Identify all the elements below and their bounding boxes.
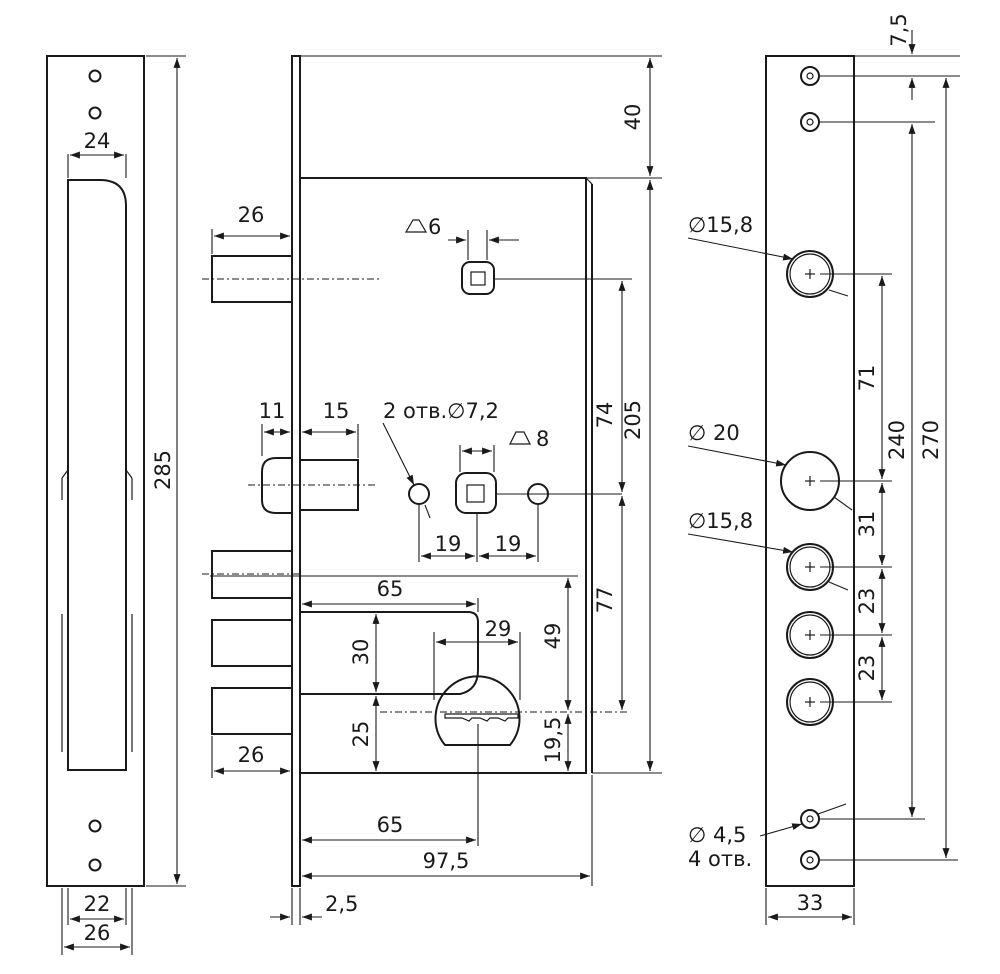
bolt-2 — [211, 619, 293, 667]
faceplate-front — [765, 55, 855, 887]
latch-bolt — [261, 457, 292, 514]
front-view: 26 6 11 15 2 отв.∅7,2 8 19 19 — [202, 55, 662, 925]
dim-19-5: 19,5 — [541, 717, 565, 764]
bolt-3 — [211, 687, 293, 735]
dim-29: 29 — [485, 617, 512, 641]
dim-65-top: 65 — [377, 577, 404, 601]
dim-11: 11 — [259, 399, 286, 423]
holes-7-2-note: 2 отв.∅7,2 — [383, 399, 499, 423]
dim-22: 22 — [84, 892, 111, 916]
screw-hole-icon — [800, 850, 820, 870]
dim-2-5: 2,5 — [325, 892, 358, 916]
dim-15: 15 — [323, 399, 350, 423]
dim-205: 205 — [621, 400, 645, 440]
dim-285: 285 — [151, 450, 175, 490]
faceplate-outline — [46, 55, 145, 887]
dim-6: 6 — [428, 215, 441, 239]
dim-40: 40 — [621, 104, 645, 131]
spindle-hub-top — [461, 261, 495, 295]
dim-74: 74 — [593, 402, 617, 429]
lock-case — [299, 177, 587, 774]
dia-15-8-mid: ∅15,8 — [688, 509, 753, 533]
dim-24: 24 — [84, 129, 111, 153]
dim-25: 25 — [349, 721, 373, 748]
dim-26-bottom-bolt: 26 — [238, 743, 265, 767]
right-faceplate-view: 7,5 240 270 71 31 23 23 ∅15,8 ∅ 20 ∅15,8… — [687, 13, 960, 925]
dia-15-8-top: ∅15,8 — [688, 213, 753, 237]
left-side-view: 24 285 22 26 — [46, 55, 186, 955]
lock-body-profile — [67, 179, 127, 771]
dim-71: 71 — [855, 365, 879, 392]
dim-97-5: 97,5 — [423, 849, 470, 873]
dim-23-a: 23 — [855, 588, 879, 615]
dim-33: 33 — [797, 891, 824, 915]
dim-270: 270 — [919, 420, 943, 460]
dim-30: 30 — [349, 639, 373, 666]
dim-19-left: 19 — [435, 532, 462, 556]
screw-hole-icon — [800, 66, 820, 86]
dia-20: ∅ 20 — [688, 421, 740, 445]
handle-hub — [455, 472, 497, 514]
dim-31: 31 — [855, 511, 879, 538]
faceplate-strip — [291, 55, 301, 887]
screw-hole-icon — [800, 112, 820, 132]
dim-26-bottom: 26 — [84, 921, 111, 945]
screw-hole-icon — [88, 858, 102, 872]
bolt-carriage — [299, 611, 479, 695]
screw-hole-icon — [88, 819, 102, 833]
dim-19-right: 19 — [495, 532, 522, 556]
cylinder-keyhole — [434, 675, 521, 746]
dim-23-b: 23 — [855, 655, 879, 682]
dia-4-5: ∅ 4,5 — [688, 823, 746, 847]
screw-hole-icon — [800, 809, 820, 829]
screw-hole-icon — [88, 106, 102, 120]
dim-8: 8 — [536, 427, 549, 451]
mount-hole-icon — [408, 483, 430, 505]
dim-49: 49 — [541, 623, 565, 650]
dim-26-top-bolt: 26 — [238, 203, 265, 227]
dim-77: 77 — [593, 587, 617, 614]
dim-65-bottom: 65 — [377, 813, 404, 837]
holes-4-note: 4 отв. — [688, 847, 752, 871]
dim-7-5: 7,5 — [887, 13, 911, 46]
dim-240: 240 — [885, 420, 909, 460]
screw-hole-icon — [88, 69, 102, 83]
